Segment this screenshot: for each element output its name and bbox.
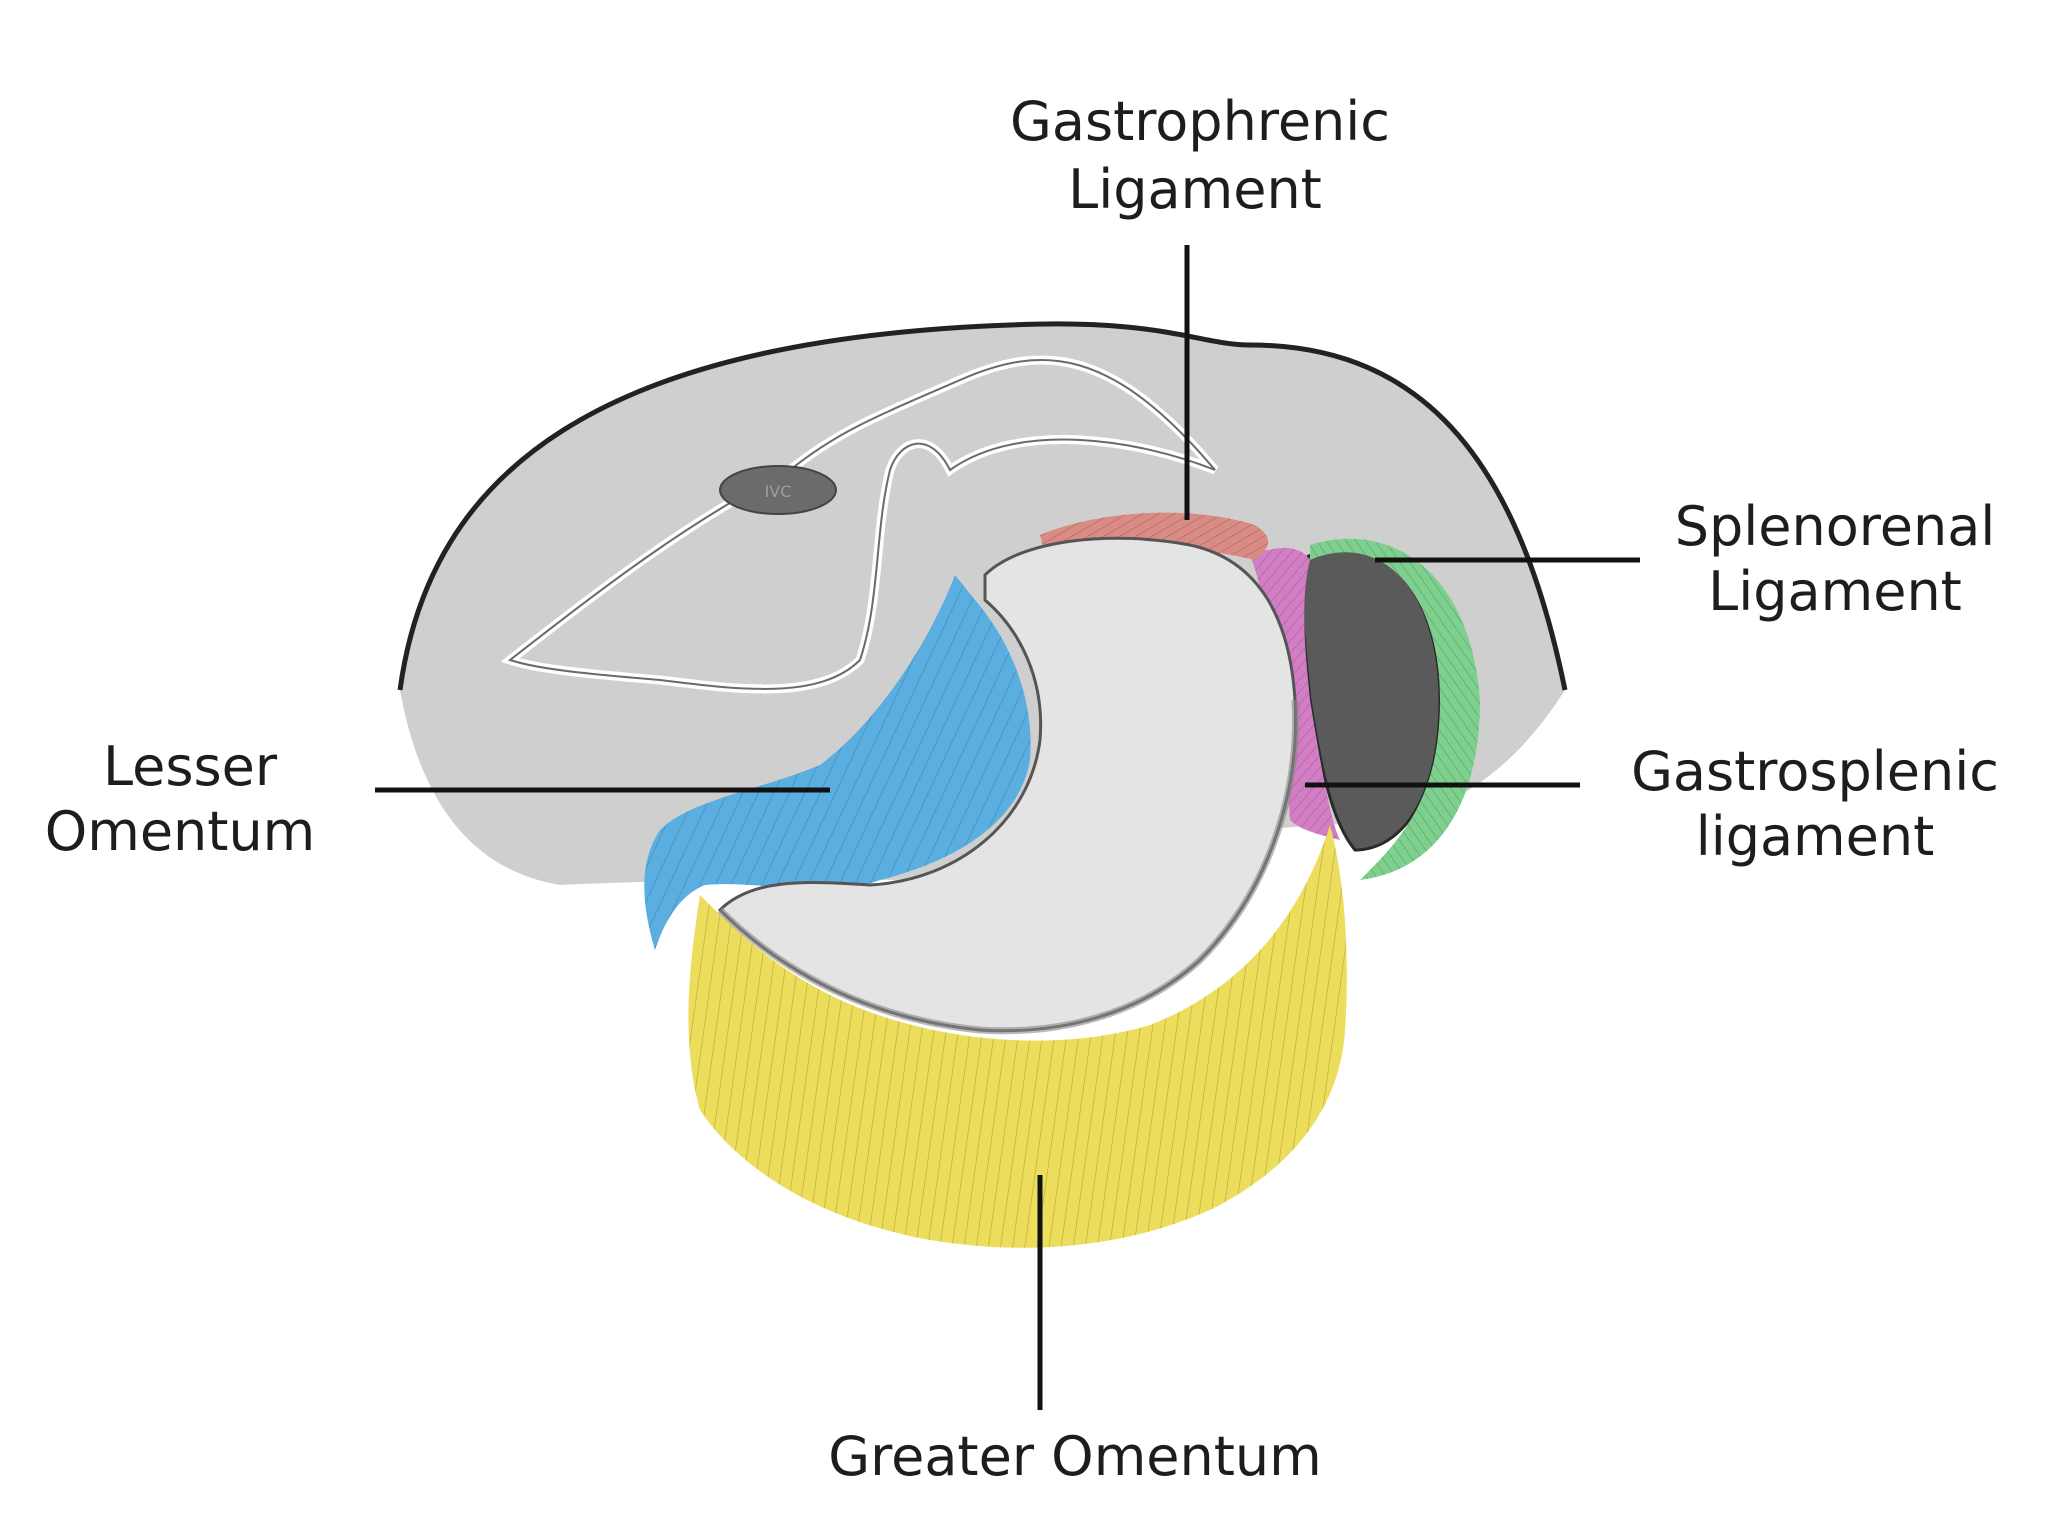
ivc-icon [719, 465, 837, 515]
gastrosplenic-label-line1: Gastrosplenic [1631, 740, 1999, 803]
splenorenal-label-line1: Splenorenal [1675, 495, 1996, 558]
splenorenal-label-line2: Ligament [1708, 560, 1962, 623]
gastrosplenic-label-line2: ligament [1696, 805, 1935, 868]
ivc-label: IVC [765, 482, 792, 501]
gastrophrenic-label-line1: Gastrophrenic [1010, 90, 1390, 153]
peritoneal-cavity-outline [397, 321, 1568, 691]
lesser-omentum-label-line1: Lesser [103, 735, 278, 798]
gastrophrenic-label-line2: Ligament [1068, 158, 1322, 221]
greater-omentum-label: Greater Omentum [828, 1425, 1322, 1488]
lesser-omentum-label-line2: Omentum [45, 800, 316, 863]
